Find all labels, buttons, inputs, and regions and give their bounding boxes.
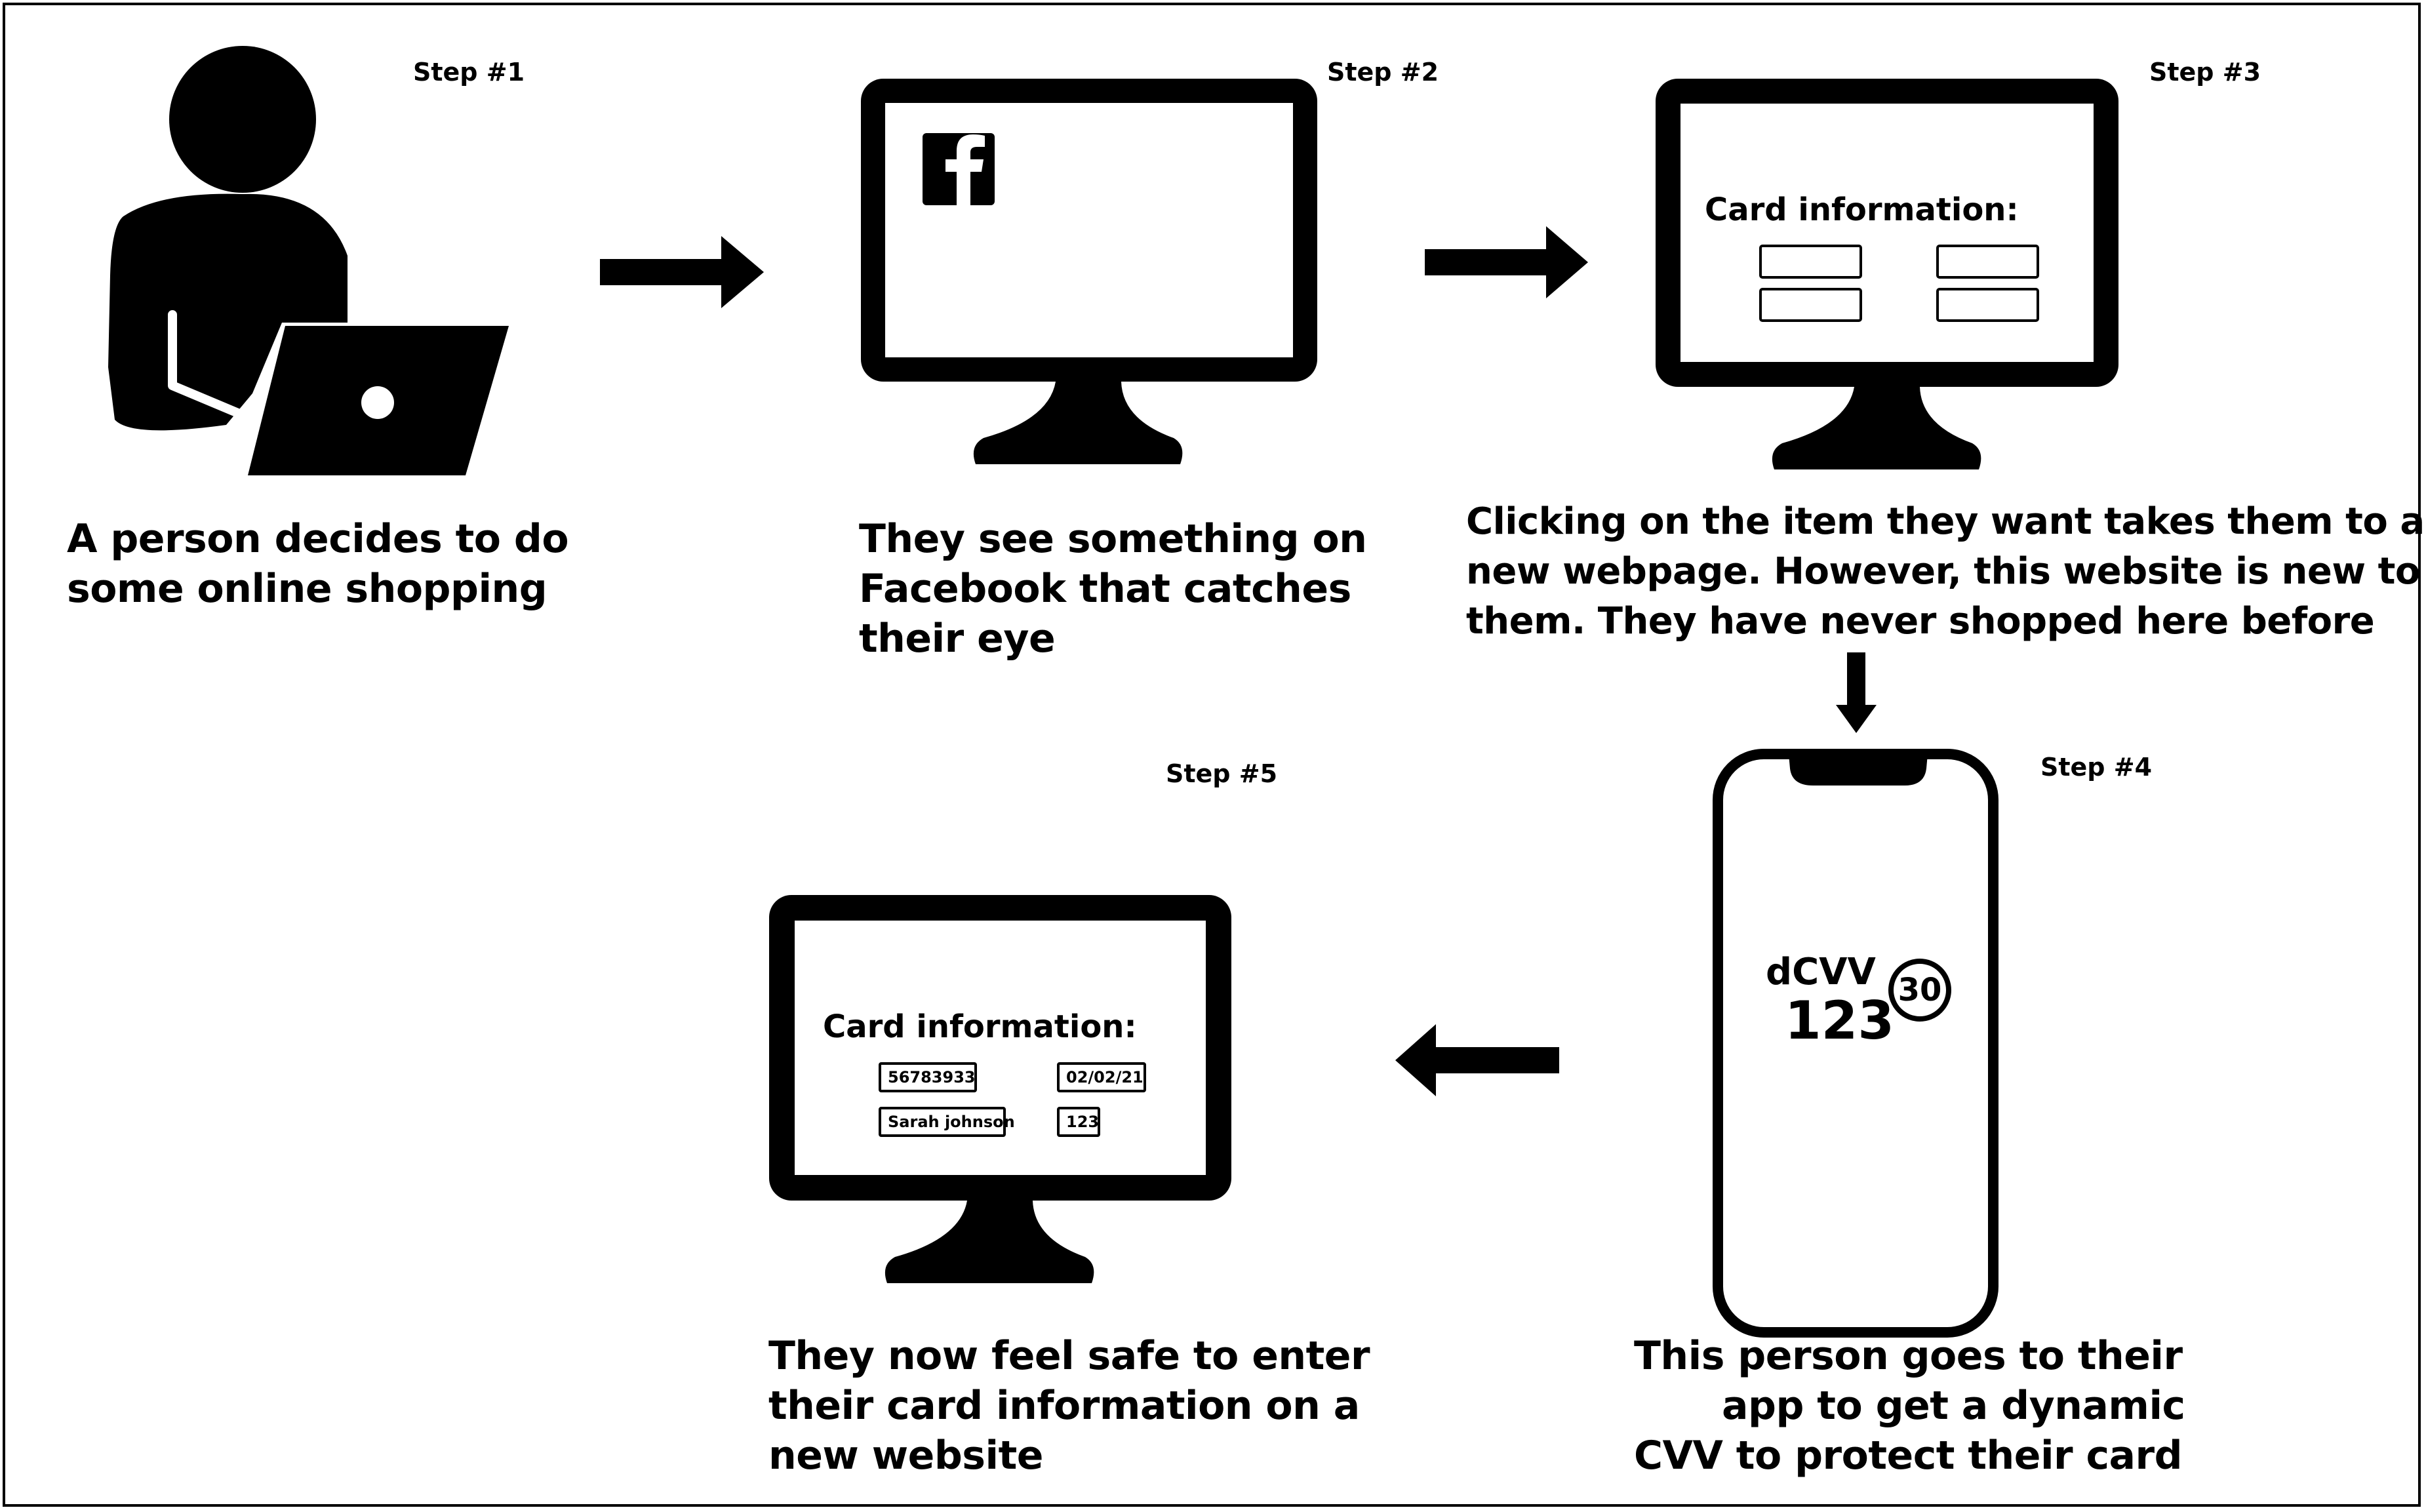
card-information-label: Card information: [823,1008,1137,1045]
caption-line: They now feel safe to enter [768,1333,1370,1379]
expiry-date-field: 02/02/21 [1057,1062,1146,1092]
monitor-icon [769,895,1231,1283]
caption-step-3: Clicking on the item they want takes the… [1466,497,2425,647]
caption-line: new webpage. However, this website is ne… [1466,550,2420,593]
caption-step-1: A person decides to do some online shopp… [67,514,569,614]
caption-line: some online shopping [67,566,547,612]
arrow-down-icon [1836,652,1877,733]
cardholder-name-field: Sarah johnson [879,1107,1015,1137]
caption-line: their card information on a [768,1383,1360,1429]
facebook-icon [923,133,995,205]
step-label-2: Step #2 [1327,58,1439,87]
monitor-icon [1656,79,2118,469]
caption-line: CVV to protect their card [1634,1433,2183,1479]
caption-step-5: They now feel safe to enter their card i… [768,1331,1370,1481]
step-label-4: Step #4 [2040,753,2153,782]
arrow-right-icon [1425,226,1588,298]
caption-line: Facebook that catches [859,566,1351,612]
caption-line: app to get a dynamic [1722,1383,2185,1429]
caption-line: their eye [859,616,1056,662]
caption-line: them. They have never shopped here befor… [1466,600,2375,643]
card-form-fields [1759,245,2039,322]
caption-line: They see something on [859,516,1367,562]
card-information-label: Card information: [1705,191,2019,228]
arrow-right-icon [600,236,764,308]
diagram-frame [3,3,2421,1507]
countdown-timer: 30 [1888,959,1951,1022]
phone-icon [1713,749,1998,1338]
caption-line: A person decides to do [67,516,569,562]
person-arm-outline [168,310,247,420]
person-with-laptop-icon [108,46,509,475]
caption-line: This person goes to their [1634,1333,2183,1379]
dcvv-label: dCVV [1766,951,1876,993]
caption-line: new website [768,1433,1043,1479]
arrow-left-icon [1395,1024,1559,1096]
cvv-field: 123 [1057,1107,1100,1137]
laptop-logo-dot [361,386,394,419]
dcvv-code: 123 [1785,990,1894,1051]
step-label-1: Step #1 [413,58,525,87]
step-label-5: Step #5 [1166,759,1278,788]
card-number-field: 56783933 [879,1062,977,1092]
caption-line: Clicking on the item they want takes the… [1466,500,2425,543]
caption-step-2: They see something on Facebook that catc… [859,514,1367,664]
caption-step-4: This person goes to their app to get a d… [1634,1331,2185,1481]
step-label-3: Step #3 [2149,58,2261,87]
